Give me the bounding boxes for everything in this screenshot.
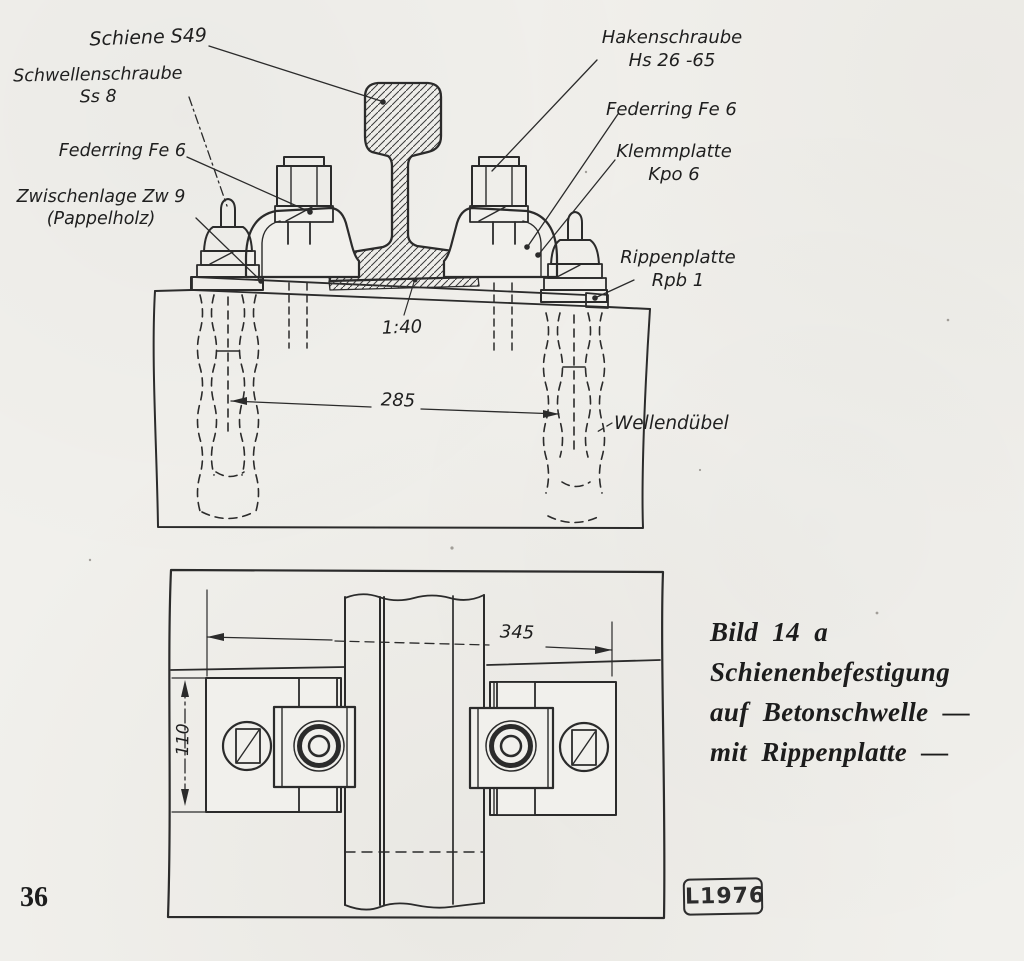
dimension-285: [230, 397, 560, 418]
dim-label-110: 110: [173, 723, 194, 757]
rail-profile: [327, 81, 480, 291]
hook-bolt-right: [469, 156, 529, 245]
label-schwellenschraube: Schwellenschraube Ss 8: [13, 63, 183, 108]
sleeper-screw-right: [540, 211, 608, 303]
label-rail-inclination: 1:40: [381, 316, 423, 339]
dim-label-285: 285: [380, 389, 416, 412]
dimension-110: [171, 677, 207, 813]
wellenduebel-dowel-right: [542, 312, 606, 524]
clamp-assembly-right-plan: [468, 681, 555, 816]
hidden-bolt-shanks: [288, 282, 513, 354]
label-wellenduebel: Wellendübel: [614, 413, 729, 434]
cross-section-drawing: [152, 45, 651, 529]
label-hakenschraube: Hakenschraube Hs 26 -65: [601, 27, 743, 71]
hook-bolt-left: [274, 156, 334, 245]
clamp-assembly-left-plan: [272, 677, 357, 813]
concrete-sleeper: [152, 289, 651, 529]
sleeper-shoulder-lines: [170, 659, 661, 671]
leader-lines: [186, 45, 635, 433]
dimension-345: [206, 589, 613, 677]
paper-specks: [88, 170, 950, 615]
label-zwischenlage: Zwischenlage Zw 9 (Pappelholz): [16, 187, 186, 230]
dim-label-345: 345: [499, 621, 535, 644]
clamp-plate-right: [442, 206, 559, 279]
screw-head-left-plan: [221, 720, 273, 772]
zwischenlage-pad: [328, 276, 480, 291]
label-rippenplatte: Rippenplatte Rpb 1: [620, 247, 736, 291]
sleeper-outline-plan: [166, 568, 666, 920]
plan-view-drawing: [166, 568, 666, 920]
label-federring-left: Federring Fe 6: [58, 141, 186, 161]
page-number: 36: [20, 882, 48, 913]
label-federring-right: Federring Fe 6: [606, 99, 737, 120]
screw-head-right-plan: [558, 721, 610, 773]
catalog-stamp: L1976: [682, 877, 765, 916]
wellenduebel-dowel-left: [196, 294, 260, 520]
label-klemmplatte: Klemmplatte Kpo 6: [616, 141, 732, 185]
clamp-plate-left: [244, 206, 361, 279]
figure-caption: Bild 14 a Schienenbefestigung auf Betons…: [710, 617, 971, 767]
sleeper-screw-left: [190, 198, 264, 291]
